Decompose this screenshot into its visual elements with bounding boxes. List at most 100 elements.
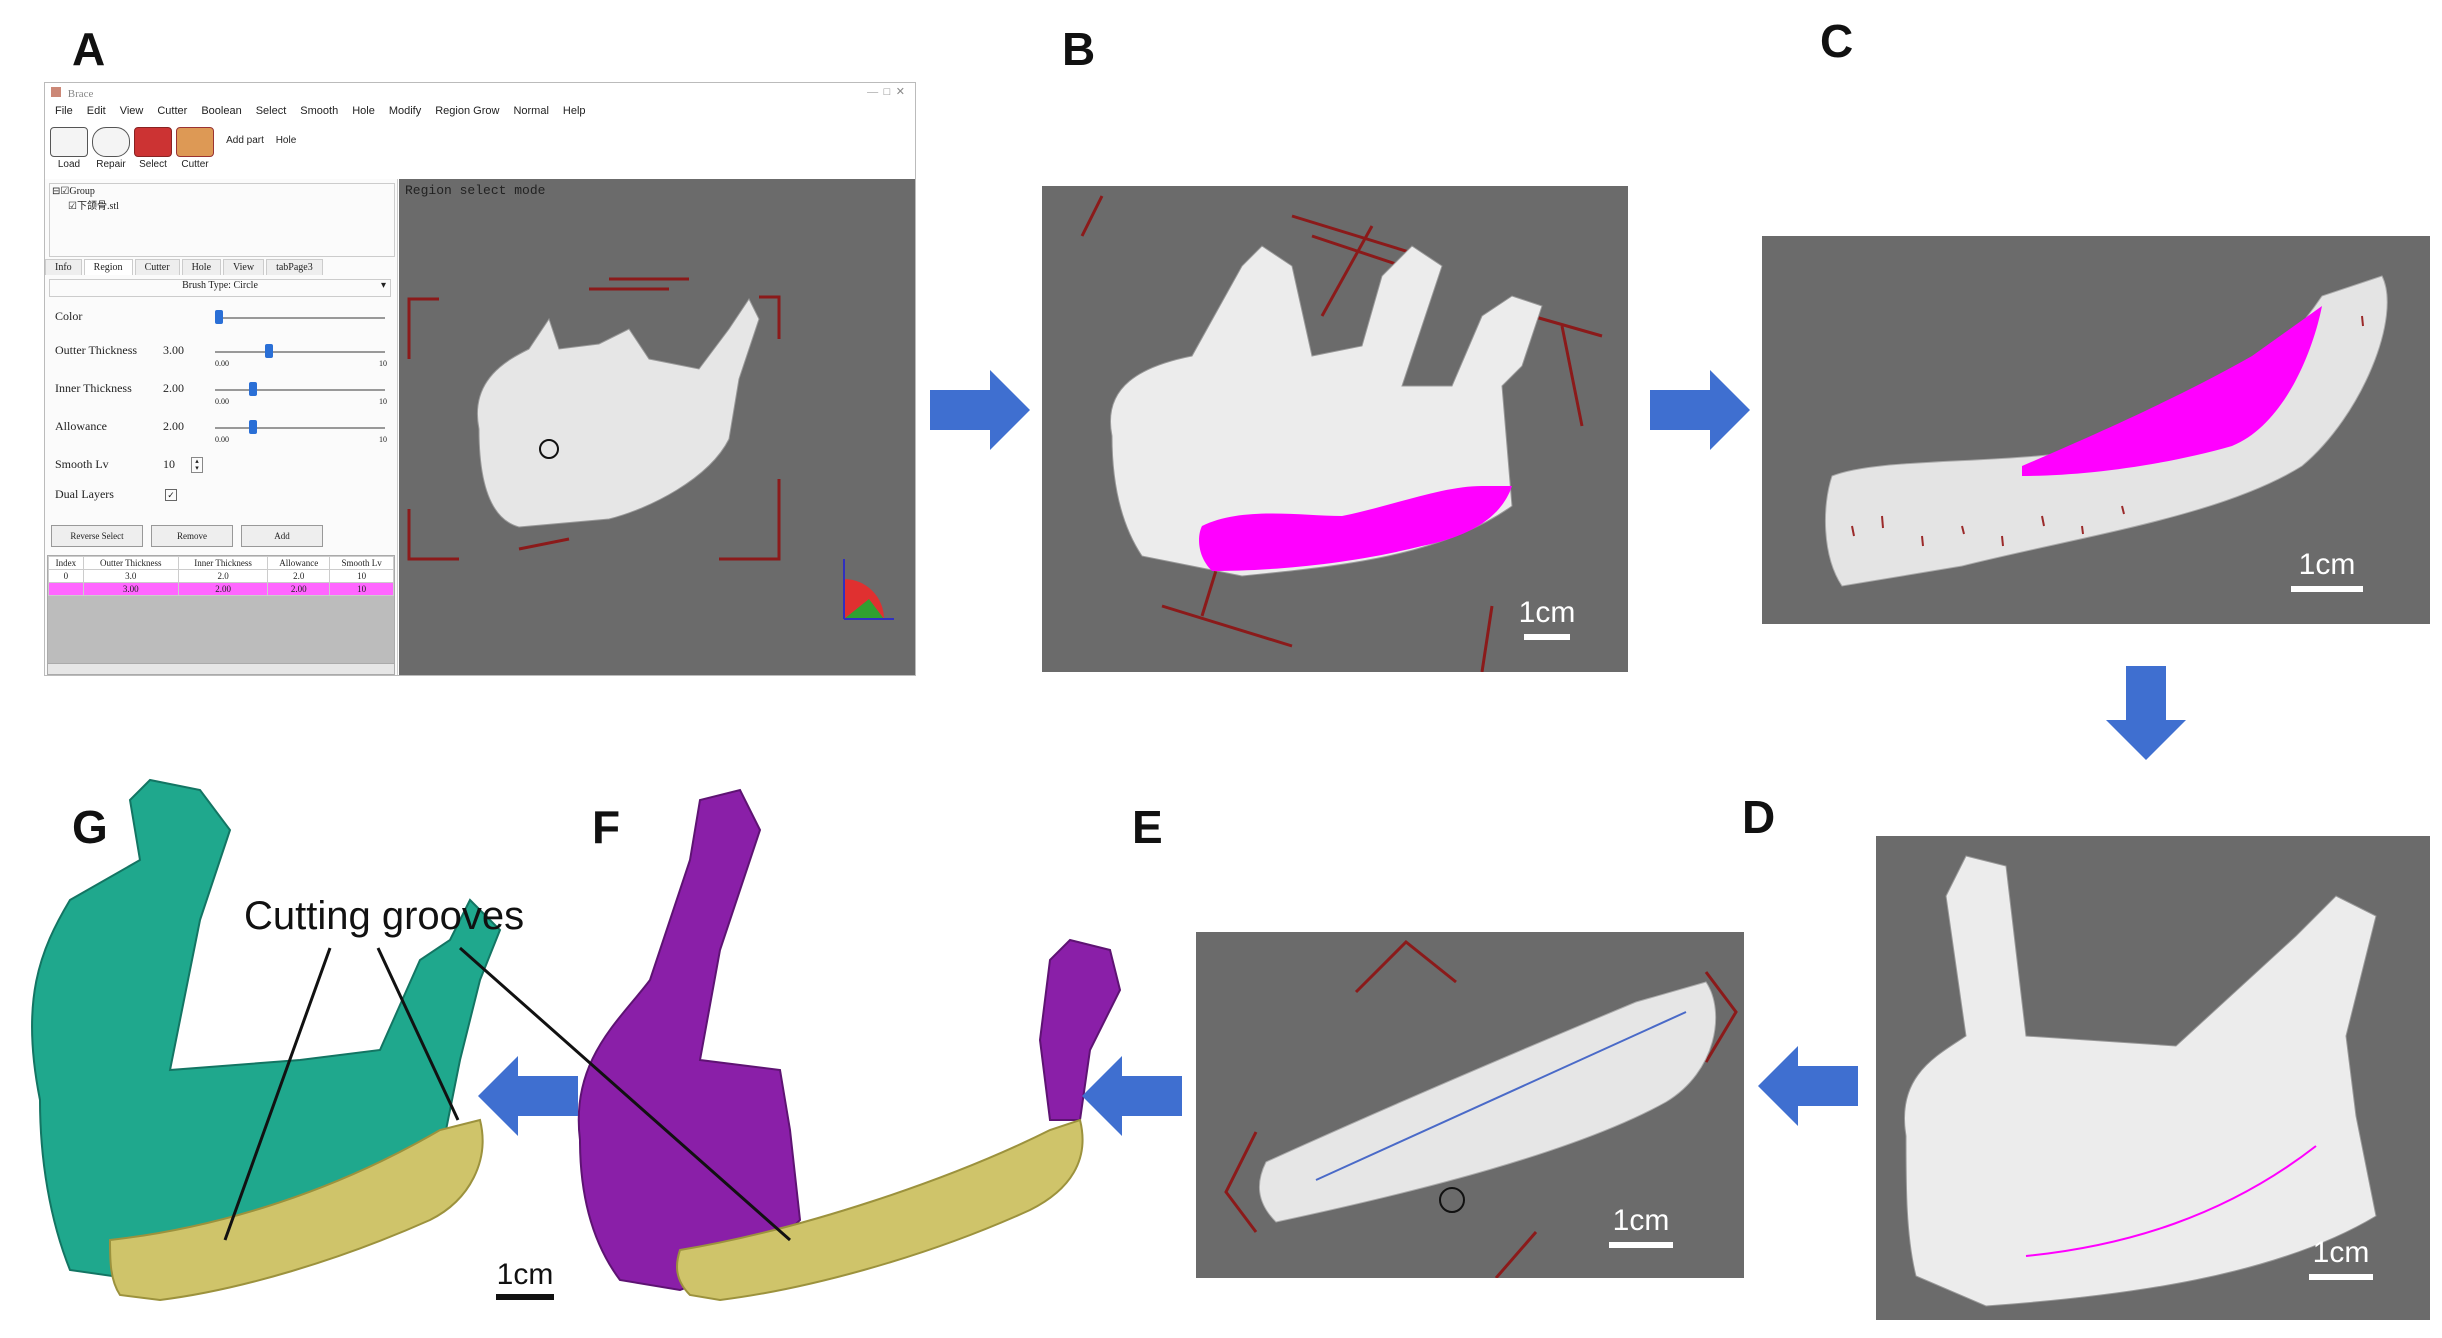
tab-strip: Info Region Cutter Hole View tabPage3 [45, 259, 325, 275]
table-cell: 10 [329, 582, 394, 596]
table-cell: 0 [48, 569, 84, 583]
select-icon [134, 127, 172, 157]
outer-slider-max: 10 [379, 359, 387, 368]
viewport-mode-label: Region select mode [405, 183, 546, 198]
col-smooth: Smooth Lv [329, 556, 394, 570]
annotation-pointers [223, 946, 791, 1242]
tool-load[interactable]: Load [49, 127, 89, 170]
panel-d-viewport: 1cm [1876, 836, 2430, 1320]
tab-view[interactable]: View [223, 259, 265, 275]
menu-region-grow[interactable]: Region Grow [435, 105, 500, 117]
arrow-left-icon [1758, 1046, 1858, 1126]
viewport-scene [407, 277, 894, 620]
tool-add-part[interactable]: Add part [226, 135, 264, 146]
allowance-handle[interactable] [249, 420, 257, 434]
col-inner: Inner Thickness [177, 556, 269, 570]
allowance-label: Allowance [55, 419, 107, 433]
tab-info[interactable]: Info [45, 259, 82, 275]
inner-thickness-label: Inner Thickness [55, 381, 132, 395]
panel-d-scene [1904, 855, 2377, 1307]
scale-bar-line [1609, 1242, 1673, 1248]
tree-node-group[interactable]: ⊟☑Group [52, 186, 95, 197]
tab-hole[interactable]: Hole [181, 259, 222, 275]
tool-repair[interactable]: Repair [91, 127, 131, 170]
panel-fg-scale-bar: 1cm [490, 1258, 560, 1300]
panel-b-scale-bar: 1cm [1502, 596, 1592, 640]
remove-button[interactable]: Remove [151, 525, 233, 547]
reverse-select-button[interactable]: Reverse Select [51, 525, 143, 547]
allowance-slider[interactable] [215, 427, 385, 429]
arrow-left-icon [1082, 1056, 1182, 1136]
tree-mesh-label: 下颌骨.stl [76, 201, 119, 212]
menu-edit[interactable]: Edit [86, 105, 106, 117]
menu-view[interactable]: View [119, 105, 144, 117]
scale-bar-line [1524, 634, 1570, 640]
smooth-level-spinner[interactable]: ▴▾ [191, 457, 203, 473]
dual-layers-checkbox[interactable]: ✓ [165, 489, 177, 501]
software-window: Brace — □ ✕ File Edit View Cutter Boolea… [44, 82, 916, 676]
guide-yellow-model-f [676, 1118, 1084, 1302]
chevron-down-icon: ▾ [380, 280, 386, 291]
selected-region [1199, 486, 1512, 571]
menu-modify[interactable]: Modify [388, 105, 422, 117]
outer-thickness-value: 3.00 [163, 343, 184, 357]
inner-thickness-slider[interactable] [215, 389, 385, 391]
menu-smooth[interactable]: Smooth [300, 105, 339, 117]
col-allowance: Allowance [267, 556, 331, 570]
menu-help[interactable]: Help [562, 105, 586, 117]
guide-outline [2025, 1145, 2317, 1257]
guide-yellow-model-g [108, 1118, 484, 1302]
window-titlebar: Brace — □ ✕ [45, 83, 915, 103]
panel-b-scene [1080, 195, 1603, 672]
color-slider[interactable] [215, 317, 385, 319]
tab-region[interactable]: Region [83, 259, 133, 275]
panel-e-scene [1224, 939, 1738, 1278]
tab-cutter[interactable]: Cutter [134, 259, 180, 275]
tree-node-mesh[interactable]: ☑下颌骨.stl [68, 201, 119, 212]
brush-type-select[interactable]: Brush Type: Circle▾ [49, 279, 391, 297]
panel-e-viewport: 1cm [1196, 932, 1744, 1278]
panel-label-f: F [592, 801, 621, 853]
scale-label: 1cm [2298, 548, 2356, 581]
inner-slider-max: 10 [379, 397, 387, 406]
mandible-model [1904, 855, 2377, 1307]
tool-cutter[interactable]: Cutter [175, 127, 215, 170]
cutting-grooves-annotation: Cutting grooves [244, 894, 525, 938]
menu-boolean[interactable]: Boolean [201, 105, 242, 117]
table-row[interactable]: 3.00 2.00 2.00 10 [48, 582, 394, 596]
menu-select[interactable]: Select [255, 105, 287, 117]
menu-hole[interactable]: Hole [352, 105, 375, 117]
arrow-down-icon [2106, 666, 2186, 760]
inner-thickness-handle[interactable] [249, 382, 257, 396]
menu-file[interactable]: File [55, 105, 73, 117]
outer-thickness-slider[interactable] [215, 351, 385, 353]
color-slider-handle[interactable] [215, 310, 223, 324]
table-header-row: Index Outter Thickness Inner Thickness A… [48, 556, 394, 570]
brush-cursor [1439, 1187, 1465, 1213]
bandage-icon [92, 127, 130, 157]
menu-normal[interactable]: Normal [513, 105, 549, 117]
scale-bar-line [2309, 1274, 2373, 1280]
table-cell: 2.00 [267, 582, 331, 596]
panel-label-a: A [72, 23, 106, 75]
scale-bar-line [2291, 586, 2363, 592]
smooth-level-value[interactable]: 10 [163, 457, 175, 471]
outer-thickness-handle[interactable] [265, 344, 273, 358]
tool-hole[interactable]: Hole [275, 135, 297, 146]
window-controls[interactable]: — □ ✕ [867, 86, 905, 98]
tool-select[interactable]: Select [133, 127, 173, 170]
add-button[interactable]: Add [241, 525, 323, 547]
3d-viewport[interactable]: Region select mode [399, 179, 915, 675]
horizontal-scrollbar[interactable] [48, 663, 394, 674]
inner-slider-min: 0.00 [215, 397, 229, 406]
table-cell [48, 582, 84, 596]
arrow-left-icon [478, 1056, 578, 1136]
table-row[interactable]: 0 3.0 2.0 2.0 10 [48, 569, 394, 583]
table-cell: 2.0 [177, 569, 269, 583]
menu-cutter[interactable]: Cutter [157, 105, 188, 117]
tool-select-label: Select [139, 159, 167, 170]
panel-e-scale-bar: 1cm [1596, 1204, 1686, 1248]
tab-page3[interactable]: tabPage3 [266, 259, 323, 275]
outer-thickness-label: Outter Thickness [55, 343, 138, 357]
panel-label-d: D [1742, 791, 1776, 843]
